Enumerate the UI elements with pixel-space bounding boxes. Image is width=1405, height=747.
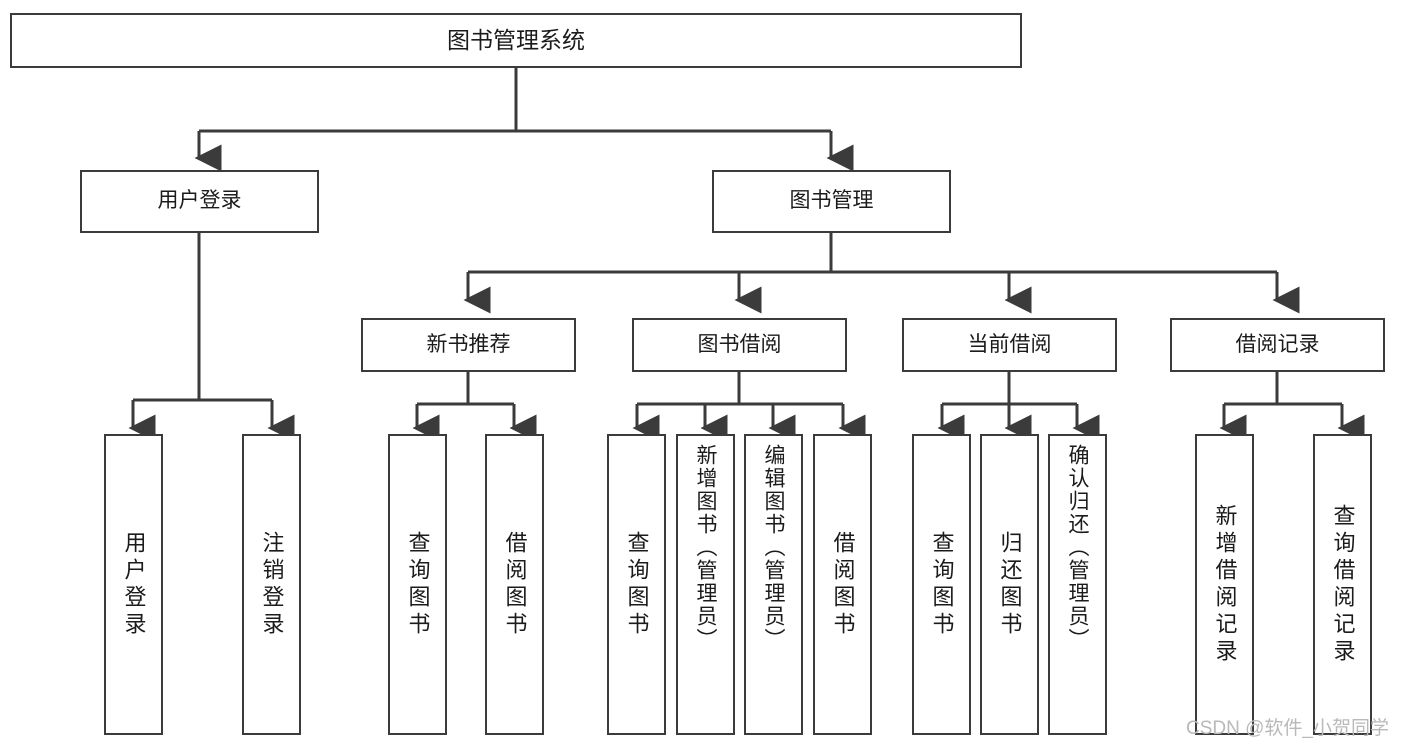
node-root-label: 图书管理系统: [447, 26, 585, 53]
leaf-logout-label: 注销登录: [259, 530, 285, 639]
node-new-book-recommend[interactable]: 新书推荐: [361, 318, 576, 372]
leaf-add-book[interactable]: 新增图书（管理员）: [676, 434, 735, 735]
node-current-borrow-label: 当前借阅: [967, 332, 1052, 356]
leaf-add-record[interactable]: 新增借阅记录: [1195, 434, 1254, 735]
node-current-borrow[interactable]: 当前借阅: [902, 318, 1117, 372]
node-book-borrow-label: 图书借阅: [697, 332, 782, 356]
leaf-user-login[interactable]: 用户登录: [104, 434, 163, 735]
node-new-book-recommend-label: 新书推荐: [426, 332, 511, 356]
leaf-query-book-2[interactable]: 查询图书: [607, 434, 666, 735]
leaf-borrow-book-1[interactable]: 借阅图书: [485, 434, 544, 735]
leaf-query-record-label: 查询借阅记录: [1330, 503, 1356, 666]
leaf-return-book-label: 归还图书: [997, 530, 1023, 639]
leaf-user-login-label: 用户登录: [121, 530, 147, 639]
leaf-add-record-label: 新增借阅记录: [1212, 503, 1238, 666]
leaf-confirm-return-label: 确认归还（管理员）: [1066, 444, 1089, 651]
node-book-manage[interactable]: 图书管理: [712, 170, 951, 233]
node-borrow-record-label: 借阅记录: [1235, 332, 1320, 356]
node-book-manage-label: 图书管理: [789, 189, 874, 213]
leaf-borrow-book-1-label: 借阅图书: [502, 530, 528, 639]
leaf-borrow-book-2[interactable]: 借阅图书: [813, 434, 872, 735]
node-user-login-label: 用户登录: [157, 189, 242, 213]
leaf-edit-book-label: 编辑图书（管理员）: [762, 444, 785, 651]
leaf-return-book[interactable]: 归还图书: [980, 434, 1039, 735]
csdn-watermark: CSDN @软件_小贺同学: [1186, 718, 1389, 739]
leaf-query-book-1-label: 查询图书: [405, 530, 431, 639]
leaf-query-book-3-label: 查询图书: [929, 530, 955, 639]
leaf-query-book-3[interactable]: 查询图书: [912, 434, 971, 735]
leaf-query-record[interactable]: 查询借阅记录: [1313, 434, 1372, 735]
leaf-confirm-return[interactable]: 确认归还（管理员）: [1048, 434, 1107, 735]
node-root[interactable]: 图书管理系统: [10, 13, 1022, 68]
node-book-borrow[interactable]: 图书借阅: [632, 318, 847, 372]
leaf-logout[interactable]: 注销登录: [242, 434, 301, 735]
node-user-login[interactable]: 用户登录: [80, 170, 319, 233]
leaf-query-book-1[interactable]: 查询图书: [388, 434, 447, 735]
leaf-query-book-2-label: 查询图书: [624, 530, 650, 639]
node-borrow-record[interactable]: 借阅记录: [1170, 318, 1385, 372]
leaf-add-book-label: 新增图书（管理员）: [694, 444, 717, 651]
leaf-edit-book[interactable]: 编辑图书（管理员）: [744, 434, 803, 735]
leaf-borrow-book-2-label: 借阅图书: [830, 530, 856, 639]
